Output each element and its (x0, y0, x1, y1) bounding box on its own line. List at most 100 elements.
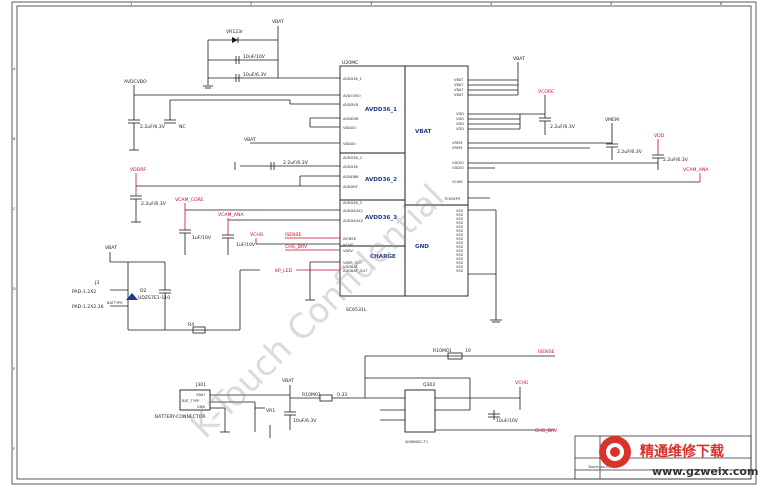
battery-connector: J301 VBAT BAT_TYPE GND BATTERY-CONNECTOR… (155, 378, 380, 438)
rpin-18: VSS (456, 225, 464, 229)
vbat-label-top: VBAT (272, 19, 284, 25)
rpin-4: VDD (456, 112, 464, 116)
r3-label: R10M01 (302, 392, 321, 398)
rpin-6: VDD (456, 122, 464, 126)
d2-label: D2 (140, 288, 147, 294)
vcam-ana-label-left: VCAM_ANA (218, 212, 244, 218)
cap-2-value: 2.2uF/6.3V (283, 160, 309, 166)
section-charge: CHARGE (370, 254, 396, 260)
lpin-17: VDDBAT (343, 265, 359, 269)
isense-label-left: ISENSE (285, 232, 302, 238)
chg-drv-label-left: CHG_DRV (285, 244, 308, 250)
rpin-8: VREM (452, 141, 462, 145)
frame-col-6: 6 (720, 2, 723, 6)
logo-main-text: 精通维修下载 (640, 443, 724, 460)
r2-label: R10M01 (433, 348, 452, 354)
lpin-7: AVDD36 (343, 165, 359, 169)
frame-col-1: 1 (130, 2, 132, 6)
cap-6-value: 2.2uF/6.3V (663, 157, 689, 163)
avdcvbo-network: AVDCVBO 2.2uF/6.3V NC (124, 79, 340, 151)
rpin-27: VSS (456, 261, 464, 265)
vchg-label-left: VCHG (250, 232, 264, 238)
lpin-5: VDDA0 (343, 142, 356, 146)
rpin-9: VREM (452, 146, 462, 150)
charger-mosfet-network: R10M01 10 ISENSE Q302 SI8866DC-T1 CHG_DR… (364, 348, 558, 444)
frame-col-2: 2 (250, 2, 252, 6)
pad-2-label: PAD-1.2X2.36 (72, 304, 104, 310)
r1-label: R4 (188, 322, 194, 328)
frame-row-a: A (13, 67, 16, 71)
vdda0-network: VBAT (244, 137, 340, 144)
rpin-29: VSS (456, 269, 464, 273)
section-vbat: VBAT (415, 129, 431, 135)
rpin-14: VSS (456, 209, 464, 213)
rpin-26: VSS (456, 257, 464, 261)
logo-sub-text: www.gzweix.com (652, 465, 758, 478)
ic-model: SC6531L (346, 307, 367, 313)
rpin-10: VDDIO (452, 161, 464, 165)
lpin-12: AVDDAUX2 (343, 219, 363, 223)
rpin-1: VBAT (454, 83, 464, 87)
vcam-core-label: VCAM_CORE (175, 197, 204, 203)
rpin-5: VDD (456, 117, 464, 121)
q-model-label: SI8866DC-T1 (405, 440, 428, 444)
lpin-15: VDRV (343, 249, 354, 253)
pad-1-label: PAD-1.2X2 (72, 289, 96, 295)
cap-5-value: 2.2uF/6.3V (617, 149, 643, 155)
rpin-7: VDD (456, 127, 464, 131)
vbat-label-mid: VBAT (244, 137, 256, 143)
zener-label: UDZS7E1-110 (138, 295, 170, 301)
vchg-label-right: VCHG (515, 380, 529, 386)
drawing-frame: 1 2 3 4 5 6 A B C D E F (11, 1, 757, 485)
rpin-15: VSS (456, 213, 464, 217)
vcam-network: VCAM_CORE 1uF/10V VCAM_ANA 1uF/10V (175, 197, 340, 255)
rpin-25: VSS (456, 253, 464, 257)
vbat-label-left: VBAT (105, 245, 117, 251)
rpin-19: VSS (456, 229, 464, 233)
r2-value: 10 (465, 348, 471, 354)
tb-project: Touchuan E1-3R (587, 465, 617, 469)
rpin-20: VSS (456, 233, 464, 237)
lpin-3: AGNDVB (343, 117, 359, 121)
cap-nc-value: NC (179, 124, 186, 130)
rpin-22: VSS (456, 241, 464, 245)
cap-1-value: 2.2uF/6.3V (140, 124, 166, 130)
lpin-18: ADDBAT_OUT (343, 269, 368, 273)
lpin-4: VDDAO (343, 126, 356, 130)
rpin-13: TCXOEPS (443, 197, 461, 201)
cap-a-value: 10uF/10V (243, 54, 266, 60)
site-logo: 精通维修下载 www.gzweix.com (599, 436, 758, 478)
section-gnd: GND (415, 244, 429, 250)
frame-col-3: 3 (370, 2, 372, 6)
q-label: Q302 (423, 382, 435, 388)
avdcvbo-label: AVDCVBO (124, 79, 147, 85)
frame-row-e: E (13, 367, 16, 371)
lpin-14: VCHG (343, 243, 354, 247)
lpin-13: ISENSE (343, 237, 357, 241)
kp-led-label: KP_LED (275, 268, 293, 274)
rpin-3: VBAT (454, 93, 464, 97)
vddrf-network: VDDRF 2.2uF/6.3V (130, 167, 240, 223)
vmem-label: VMEM (605, 117, 619, 123)
lpin-11: AVDDAUX1 (343, 209, 363, 213)
rpin-12: VCAM (452, 180, 463, 184)
cap-4-value: 2.2uF/6.3V (550, 124, 576, 130)
conn-pin-vbat: VBAT (196, 393, 206, 397)
gnd-bus (468, 209, 502, 323)
rpin-17: VSS (456, 221, 464, 225)
rpin-0: VBAT (454, 78, 464, 82)
frame-row-c: C (13, 207, 16, 211)
rpin-23: VSS (456, 245, 464, 249)
vddrf-label: VDDRF (130, 167, 146, 173)
vdd-label: VDD (654, 133, 665, 139)
cap-10-value: 10uF/10V (496, 418, 519, 424)
lpin-8: AGNDB6 (343, 175, 359, 179)
j3-label: J3 (94, 280, 99, 286)
section-avdd36-3: AVDD36_3 (365, 215, 397, 221)
conn-pin-battype: BAT_TYPE (182, 399, 200, 403)
rpin-28: VSS (456, 265, 464, 269)
lpin-0: AVDD36_1 (343, 77, 362, 81)
vbat-label-right: VBAT (513, 56, 525, 62)
ic-right-pin-labels: VBAT VBAT VBAT VBAT VDD VDD VDD VDD VREM… (443, 78, 464, 273)
